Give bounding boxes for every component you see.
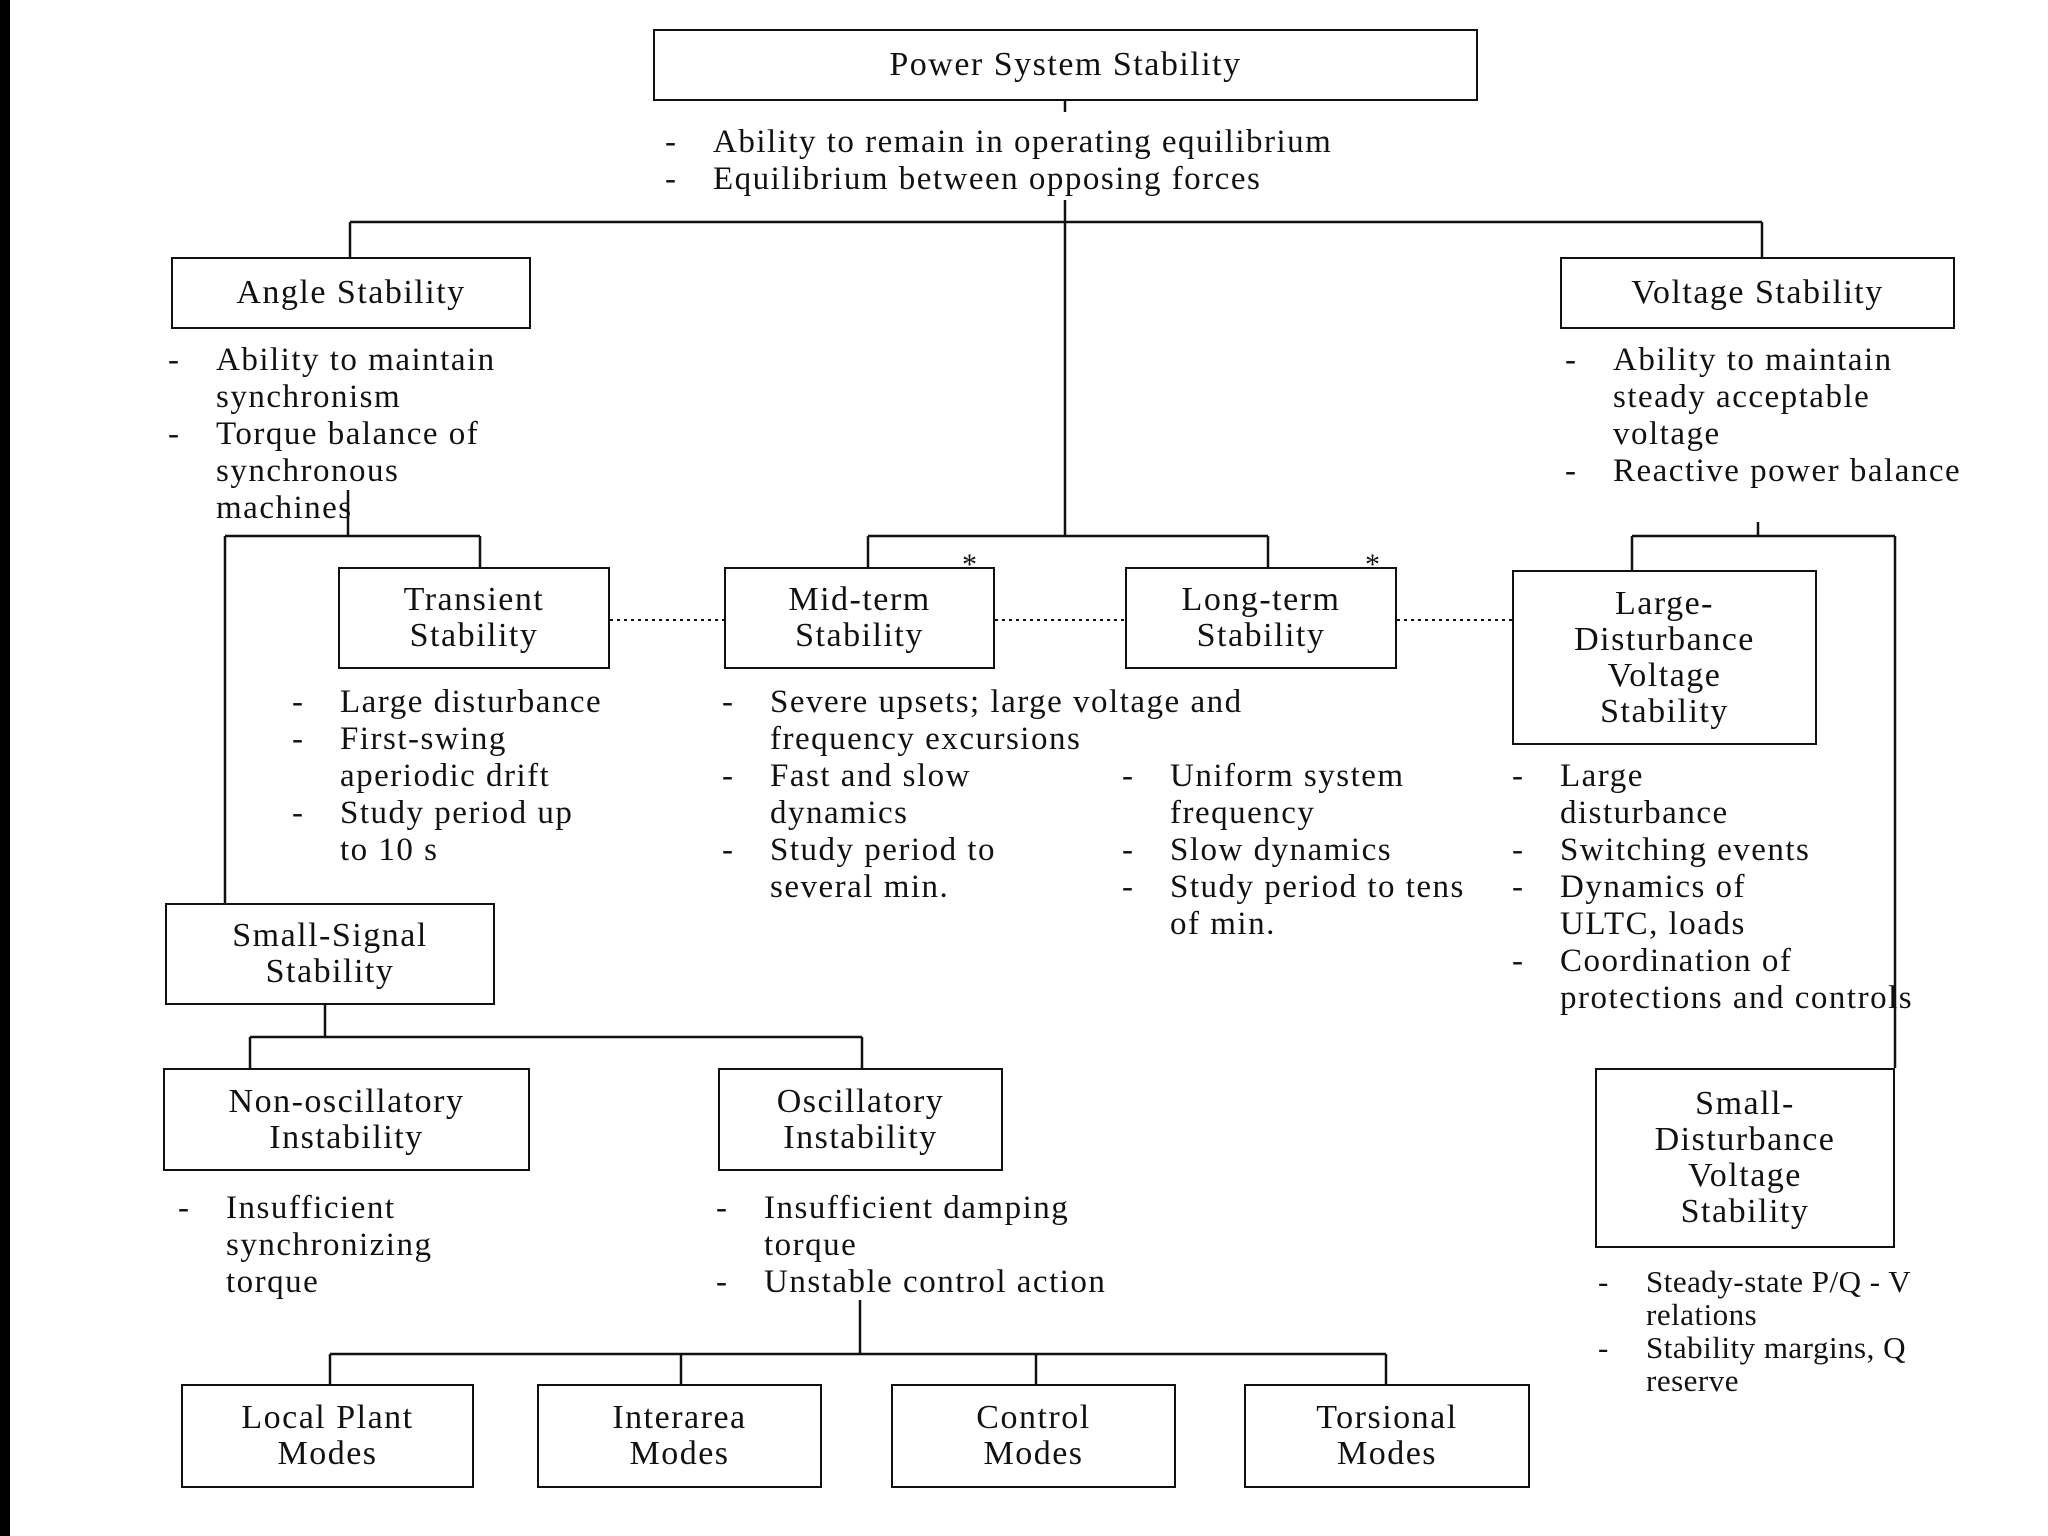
large-disturbance-voltage-stability-box: Large- Disturbance Voltage Stability <box>1512 570 1817 745</box>
mode-title-line: Interarea <box>612 1399 747 1436</box>
long-term-stability-title-line: Stability <box>1196 617 1326 654</box>
note-item: Slow dynamics <box>1122 832 1502 869</box>
angle-stability-box: Angle Stability <box>171 257 531 329</box>
note-item: Insufficient synchronizing torque <box>178 1190 516 1301</box>
transient-stability-box: Transient Stability <box>338 567 610 669</box>
long-term-stability-title-line: Long-term <box>1181 581 1341 618</box>
note-item: Study period to several min. <box>722 832 1100 906</box>
non-oscillatory-title-line: Instability <box>269 1118 424 1156</box>
non-oscillatory-notes: Insufficient synchronizing torque <box>178 1190 478 1301</box>
note-item: Torque balance of synchronous machines <box>168 416 498 527</box>
note-item: Ability to maintain steady acceptable vo… <box>1565 342 1965 453</box>
oscillatory-notes: Insufficient damping torque Unstable con… <box>716 1190 1216 1301</box>
note-item: Ability to remain in operating equilibri… <box>665 124 1565 161</box>
note-item: Fast and slow dynamics <box>722 758 1100 832</box>
small-signal-title-line: Small-Signal <box>232 917 428 954</box>
transient-stability-title-line: Transient <box>403 581 545 618</box>
note-item: Steady-state P/Q - V relations <box>1598 1265 1946 1331</box>
large-disturbance-voltage-notes: Large disturbance Switching events Dynam… <box>1512 758 1912 1017</box>
power-system-stability-box: Power System Stability <box>653 29 1478 101</box>
note-item: Stability margins, Q reserve <box>1598 1331 1966 1397</box>
mode-title-line: Modes <box>629 1435 730 1472</box>
note-item: Uniform system frequency <box>1122 758 1470 832</box>
note-item: Large disturbance <box>292 684 692 721</box>
transient-stability-notes: Large disturbance First-swing aperiodic … <box>292 684 692 869</box>
small-disturbance-title-line: Disturbance <box>1654 1121 1836 1158</box>
note-item: Insufficient damping torque <box>716 1190 1124 1264</box>
note-item: Severe upsets; large voltage and frequen… <box>722 684 1380 758</box>
note-item: Study period to tens of min. <box>1122 869 1470 943</box>
mode-title-line: Local Plant <box>241 1399 414 1436</box>
non-oscillatory-instability-box: Non-oscillatory Instability <box>163 1068 530 1171</box>
mode-title-line: Control <box>976 1399 1091 1436</box>
small-signal-stability-box: Small-Signal Stability <box>165 903 495 1005</box>
note-item: First-swing aperiodic drift <box>292 721 580 795</box>
large-disturbance-title-line: Disturbance <box>1574 620 1755 658</box>
note-item: Equilibrium between opposing forces <box>665 161 1565 198</box>
note-item: Large disturbance <box>1512 758 1820 832</box>
note-item: Dynamics of ULTC, loads <box>1512 869 1850 943</box>
local-plant-modes-box: Local Plant Modes <box>181 1384 474 1488</box>
angle-stability-title: Angle Stability <box>236 274 466 311</box>
note-item: Ability to maintain synchronism <box>168 342 498 416</box>
small-disturbance-title-line: Voltage <box>1688 1157 1802 1194</box>
small-signal-title-line: Stability <box>265 953 395 990</box>
angle-stability-notes: Ability to maintain synchronism Torque b… <box>168 342 498 527</box>
large-disturbance-title-line: Large- <box>1615 584 1714 622</box>
power-system-stability-title: Power System Stability <box>889 46 1242 83</box>
note-item: Unstable control action <box>716 1264 1216 1301</box>
mode-title-line: Modes <box>983 1435 1084 1472</box>
mid-term-asterisk: * <box>962 548 977 581</box>
mid-term-stability-title-line: Mid-term <box>788 581 931 618</box>
long-term-stability-box: Long-term Stability <box>1125 567 1397 669</box>
note-item: Study period up to 10 s <box>292 795 580 869</box>
oscillatory-title-line: Oscillatory <box>776 1082 945 1120</box>
oscillatory-title-line: Instability <box>783 1118 938 1156</box>
long-term-asterisk: * <box>1365 548 1380 581</box>
mode-title-line: Modes <box>1336 1435 1438 1472</box>
oscillatory-instability-box: Oscillatory Instability <box>718 1068 1003 1171</box>
voltage-stability-title: Voltage Stability <box>1631 274 1884 311</box>
note-item: Switching events <box>1512 832 1902 869</box>
voltage-stability-notes: Ability to maintain steady acceptable vo… <box>1565 342 1965 490</box>
mid-term-stability-box: Mid-term Stability <box>724 567 995 669</box>
small-disturbance-title-line: Stability <box>1680 1193 1810 1230</box>
large-disturbance-title-line: Stability <box>1600 692 1729 730</box>
mid-term-stability-notes: Severe upsets; large voltage and frequen… <box>722 684 1342 906</box>
interarea-modes-box: Interarea Modes <box>537 1384 822 1488</box>
power-system-stability-notes: Ability to remain in operating equilibri… <box>665 124 1565 198</box>
left-border-bar <box>0 0 10 1536</box>
small-disturbance-title-line: Small- <box>1695 1085 1795 1122</box>
large-disturbance-title-line: Voltage <box>1607 656 1722 694</box>
non-oscillatory-title-line: Non-oscillatory <box>228 1082 465 1120</box>
mode-title-line: Modes <box>277 1435 378 1472</box>
control-modes-box: Control Modes <box>891 1384 1176 1488</box>
mid-term-stability-title-line: Stability <box>795 617 924 654</box>
transient-stability-title-line: Stability <box>409 617 539 654</box>
note-item: Coordination of protections and controls <box>1512 943 1920 1017</box>
torsional-modes-box: Torsional Modes <box>1244 1384 1530 1488</box>
small-disturbance-voltage-stability-box: Small- Disturbance Voltage Stability <box>1595 1068 1895 1248</box>
voltage-stability-box: Voltage Stability <box>1560 257 1955 329</box>
small-disturbance-voltage-notes: Steady-state P/Q - V relations Stability… <box>1598 1265 1928 1397</box>
long-term-stability-notes: Uniform system frequency Slow dynamics S… <box>1122 758 1502 943</box>
mode-title-line: Torsional <box>1316 1399 1458 1436</box>
note-item: Reactive power balance <box>1565 453 1965 490</box>
